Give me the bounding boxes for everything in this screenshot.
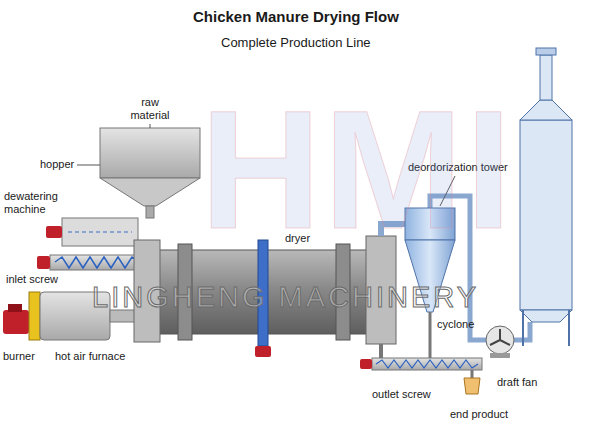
tower-leg (522, 310, 524, 346)
outlet-screw (372, 358, 482, 370)
part-label: draft fan (497, 376, 537, 389)
chimney (540, 55, 552, 100)
hopper-spout (146, 206, 154, 218)
fan-blades (490, 329, 510, 345)
tower-bottom (520, 310, 572, 322)
hopper-body (100, 128, 200, 178)
diagram-title: Chicken Manure Drying Flow (193, 8, 399, 25)
hopper-cone (100, 178, 200, 206)
discharge-pipe (379, 344, 383, 358)
discharge-pipe (429, 312, 432, 358)
burner (3, 310, 29, 334)
watermark: LINGHENG MACHINERY (92, 283, 479, 312)
drive-motor (255, 346, 271, 357)
motor (46, 226, 62, 238)
motor (37, 256, 50, 269)
part-label: hopper (40, 158, 74, 171)
motor (360, 359, 372, 369)
draft-fan (486, 326, 514, 354)
part-label: outlet screw (372, 388, 431, 401)
part-label: inlet screw (6, 273, 58, 286)
dewatering-screen (68, 232, 132, 233)
leader-line (77, 165, 100, 166)
part-label: raw material (122, 96, 178, 121)
burner-top (8, 304, 22, 312)
fan-base (490, 353, 510, 358)
part-label: hot air furnace (55, 350, 125, 363)
furnace-door (29, 292, 40, 340)
watermark: HMI (200, 86, 514, 254)
part-label: cyclone (437, 318, 474, 331)
product-bucket (464, 378, 480, 394)
dewatering-machine (62, 218, 138, 246)
feed-line (150, 124, 151, 128)
part-label: end product (450, 408, 508, 421)
discharge-pipe (471, 370, 474, 378)
diagram-subtitle: Complete Production Line (221, 36, 371, 51)
part-label: dewatering machine (4, 190, 76, 215)
chimney-cap (536, 48, 556, 55)
part-label: burner (3, 350, 35, 363)
deodorization-tower (520, 120, 572, 310)
screw-flight (376, 360, 478, 368)
inlet-screw (50, 255, 145, 270)
tower-top (520, 100, 572, 120)
tower-leg (568, 310, 570, 346)
screw-flight (55, 257, 139, 268)
